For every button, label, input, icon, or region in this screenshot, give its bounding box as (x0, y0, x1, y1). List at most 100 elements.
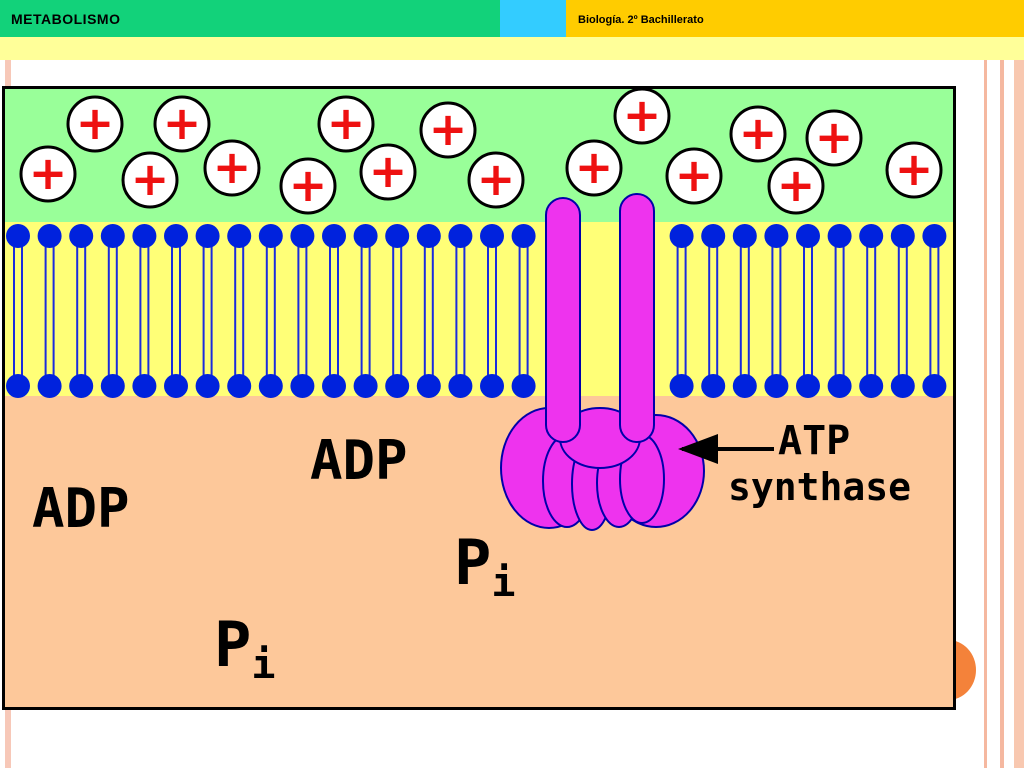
phospholipid-head (890, 224, 915, 248)
header-cyan-band (500, 0, 566, 37)
phospholipid-head (258, 224, 283, 248)
slide-subtitle: Biología. 2º Bachillerato (578, 14, 704, 26)
proton-symbol: + (777, 158, 816, 212)
phospholipid-head (922, 374, 947, 398)
phospholipid-head (511, 224, 536, 248)
phospholipid-head (669, 374, 694, 398)
phospholipid-head (385, 224, 410, 248)
phospholipid-head (669, 224, 694, 248)
proton: + (419, 101, 477, 159)
lipid-tails (13, 236, 940, 378)
phospholipid-head (6, 374, 30, 398)
label-pi-1: Pi (454, 526, 515, 606)
proton-symbol: + (327, 96, 366, 150)
phospholipid-head (195, 224, 220, 248)
atp-synthase (500, 193, 705, 531)
phospholipid-head (922, 224, 947, 248)
phospholipid-head (100, 374, 125, 398)
proton: + (359, 143, 417, 201)
phospholipid-head (732, 374, 757, 398)
proton-symbol: + (29, 146, 68, 200)
label-atp-synthase-line1: ATP (778, 418, 850, 464)
phospholipid-head (353, 224, 378, 248)
slide-title: METABOLISMO (11, 11, 121, 27)
proton: + (805, 109, 863, 167)
right-decor-bars (980, 60, 1024, 768)
slide-header: METABOLISMO Biología. 2º Bachillerato (0, 0, 1024, 37)
phospholipid-head (859, 374, 884, 398)
phospholipid-head (195, 374, 220, 398)
phospholipid-head (480, 374, 504, 398)
proton-symbol: + (369, 144, 408, 198)
proton: + (613, 87, 671, 145)
phospholipid-head (69, 374, 94, 398)
phospholipid-head (764, 224, 789, 248)
header-yellow-strip (0, 37, 1024, 60)
phospholipid-head (827, 374, 852, 398)
label-pi-2-main: P (214, 608, 251, 681)
proton-symbol: + (163, 96, 202, 150)
label-atp-synthase-line2: synthase (728, 465, 911, 509)
label-pi-1-sub: i (491, 560, 515, 606)
proton: + (66, 95, 124, 153)
phospholipid-head (796, 224, 820, 248)
phospholipid-head (448, 224, 473, 248)
proton: + (467, 151, 525, 209)
proton: + (565, 139, 623, 197)
phospholipid-head (764, 374, 789, 398)
phospholipid-head (69, 224, 94, 248)
proton-symbol: + (76, 96, 115, 150)
lipid-heads (6, 224, 947, 398)
phospholipid-head (258, 374, 283, 398)
proton: + (203, 139, 261, 197)
phospholipid-head (796, 374, 820, 398)
proton: + (279, 157, 337, 215)
phospholipid-head (37, 374, 62, 398)
proton: + (885, 141, 943, 199)
proton: + (121, 151, 179, 209)
phospholipid-head (322, 374, 346, 398)
phospholipid-head (6, 224, 30, 248)
atp-synthase-diagram: +++++++++++++++++ ADP ADP Pi Pi ATP synt… (2, 86, 956, 710)
proton-symbol: + (815, 110, 854, 164)
proton-symbol: + (895, 142, 934, 196)
proton-symbol: + (429, 102, 468, 156)
proton-symbol: + (623, 88, 662, 142)
phospholipid-head (859, 224, 884, 248)
atp-synthase-arrow (678, 434, 774, 464)
phospholipid-head (227, 224, 252, 248)
phospholipid-head (480, 224, 504, 248)
phospholipid-head (227, 374, 252, 398)
label-pi-2: Pi (214, 608, 275, 688)
phospholipid-head (890, 374, 915, 398)
header-yellow-band (566, 0, 1024, 37)
diagram-border (2, 86, 956, 710)
proton: + (729, 105, 787, 163)
header-green-band (0, 0, 500, 37)
phospholipid-head (385, 374, 410, 398)
phospholipid-head (132, 374, 157, 398)
label-pi-2-sub: i (251, 642, 275, 688)
label-adp-1: ADP (310, 429, 408, 492)
proton: + (665, 147, 723, 205)
proton: + (19, 145, 77, 203)
label-adp-2: ADP (32, 477, 130, 540)
proton: + (767, 157, 825, 215)
phospholipid-head (322, 224, 346, 248)
matrix-region (2, 396, 956, 710)
proton: + (317, 95, 375, 153)
proton-symbol: + (575, 140, 614, 194)
proton-symbol: + (289, 158, 328, 212)
proton-symbol: + (131, 152, 170, 206)
phospholipid-head (701, 224, 726, 248)
proton-symbol: + (739, 106, 778, 160)
phospholipid-head (511, 374, 536, 398)
phospholipid-head (290, 374, 315, 398)
phospholipid-head (701, 374, 726, 398)
membrane-core (2, 222, 956, 396)
phospholipid-head (353, 374, 378, 398)
phospholipid-head (132, 224, 157, 248)
phospholipid-head (827, 224, 852, 248)
phospholipid-head (164, 224, 188, 248)
phospholipid-head (164, 374, 188, 398)
